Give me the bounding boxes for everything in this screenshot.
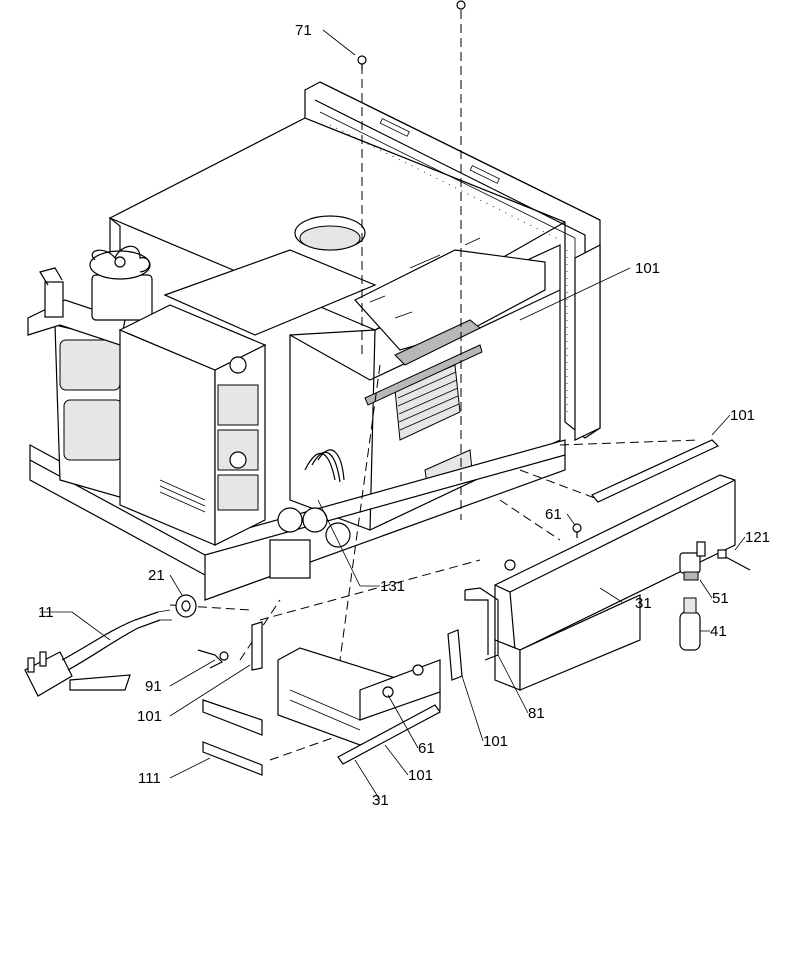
leader-lines [40,29,746,801]
callout-101-left: 101 [137,708,162,725]
high-voltage-transformer [27,299,131,501]
screw-top [456,0,466,10]
strip-111 [202,741,263,776]
callout-71: 71 [295,22,312,39]
callout-11: 11 [38,604,54,621]
rail-strip-101 [591,439,720,503]
bottom-rail-assembly [277,647,441,746]
callout-101-top: 101 [635,260,660,277]
fuse-holder [39,267,64,318]
callout-61-top: 61 [545,506,562,523]
magnetron-assembly [118,249,377,546]
cooling-fan-motor [89,245,153,321]
strip-101-center [447,629,463,681]
callout-41: 41 [710,623,727,640]
wire-harness [304,449,345,483]
callout-101-center: 101 [483,733,508,750]
callout-111: 111 [138,770,161,787]
power-cord-11 [24,609,172,697]
callout-91: 91 [145,678,162,695]
callout-121: 121 [745,529,770,546]
screw-71 [357,55,367,70]
callout-101-bottom: 101 [408,767,433,784]
strip-lower-a [202,699,263,736]
ground-screw-91 [197,649,229,669]
ferrite-core-21 [175,594,197,618]
strip-101-bottom [337,704,441,765]
callout-31-bottom: 31 [372,792,389,809]
cabinet-body [29,81,601,601]
side-rail-assembly [494,474,736,691]
sensor-121 [717,549,751,571]
callout-21: 21 [148,567,165,584]
callout-labels: 71 101 101 61 121 21 11 51 31 41 91 131 … [38,22,770,809]
strip-101-left [251,621,263,671]
callout-81: 81 [528,705,545,722]
callout-61-bottom: 61 [418,740,435,757]
assembly-guide-lines [169,10,701,761]
screw-61 [572,523,582,538]
callout-101-rail: 101 [730,407,755,424]
handle-bracket-81 [464,587,499,661]
fuse-41 [679,597,701,651]
callout-131: 131 [380,578,405,595]
callout-51: 51 [712,590,729,607]
thermal-cutout-51 [679,541,706,581]
callout-31-right: 31 [635,595,652,612]
